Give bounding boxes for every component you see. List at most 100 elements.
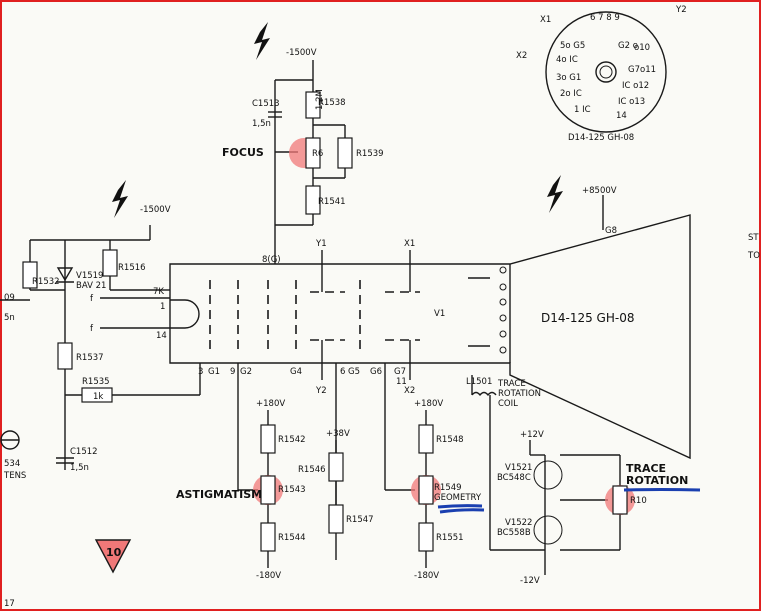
supply-neg180-a: -180V	[256, 571, 281, 581]
trace-rotation-network	[471, 375, 635, 575]
astigmatism-network	[237, 363, 283, 568]
edge-symbol-icon	[0, 430, 20, 450]
label-coil-1: TRACE	[497, 379, 526, 389]
pd-ic-e: IC o13	[618, 97, 645, 107]
pin-y1: Y1	[315, 239, 327, 249]
r1516-ref: R1516	[118, 263, 146, 273]
r1539-ref: R1539	[356, 149, 384, 159]
pin-g7: G7	[394, 367, 406, 377]
pd-x2: X2	[516, 51, 527, 61]
focus-network	[268, 60, 353, 264]
pin-11: 11	[396, 377, 407, 387]
r1535-ref: R1535	[82, 377, 110, 387]
bav21-ref: BAV 21	[76, 281, 106, 291]
page-marker	[94, 539, 132, 574]
screen-dots	[499, 266, 507, 354]
pin-diagram-title: D14-125 GH-08	[568, 133, 634, 143]
plate-leads	[321, 195, 604, 380]
r1548-ref: R1548	[436, 435, 464, 445]
v1521-ref: V1521	[505, 463, 532, 473]
c1513-value: 1,5n	[252, 119, 271, 129]
r1543-ref: R1543	[278, 485, 306, 495]
r1532-ref: R1532	[32, 277, 60, 287]
pd-g2: G2 o	[618, 41, 638, 51]
r1541-ref: R1541	[318, 197, 346, 207]
pin-g8: G8	[605, 226, 617, 236]
pin-f1: f	[90, 294, 94, 304]
g5-network	[328, 363, 344, 560]
label-geometry: GEOMETRY	[434, 493, 482, 503]
r1537-ref: R1537	[76, 353, 104, 363]
pd-ic-a: 4o IC	[556, 55, 578, 65]
supply-pos8500: +8500V	[582, 186, 617, 196]
pin-g2: G2	[240, 367, 252, 377]
left-network	[0, 225, 201, 470]
pd-g1: 3o G1	[556, 73, 581, 83]
label-coil-3: COIL	[498, 399, 518, 409]
r1546-ref: R1546	[298, 465, 326, 475]
r1538-ref: R1538	[318, 98, 346, 108]
pin-g1-top: 8(G)	[262, 255, 281, 265]
r6-ref: R6	[312, 149, 323, 159]
pd-ic-c: 1 IC	[574, 105, 591, 115]
bc558b-ref: BC558B	[497, 528, 531, 538]
r1535-value: 1k	[93, 392, 103, 402]
label-coil-2: ROTATION	[498, 389, 541, 399]
high-voltage-icon	[112, 22, 563, 218]
pen-marks	[437, 488, 701, 514]
edge-17: 17	[4, 599, 15, 609]
geometry-network	[384, 363, 441, 568]
c1512-value: 1,5n	[70, 463, 89, 473]
pin-6: 6	[340, 367, 345, 377]
supply-neg12: -12V	[520, 576, 540, 586]
pin-3: 3	[198, 367, 203, 377]
supply-pos180-a: +180V	[256, 399, 285, 409]
supply-neg180-b: -180V	[414, 571, 439, 581]
supply-pos38: +38V	[326, 429, 350, 439]
pin-9: 9	[230, 367, 235, 377]
pd-ic-d: IC o12	[622, 81, 649, 91]
pin-x2: X2	[404, 386, 415, 396]
bc548c-ref: BC548C	[497, 473, 531, 483]
edge-5n: 5n	[4, 313, 15, 323]
label-astigmatism: ASTIGMATISM	[176, 488, 262, 501]
c1513-ref: C1513	[252, 99, 280, 109]
tube-electrodes	[209, 277, 490, 350]
pd-g5: 5o G5	[560, 41, 585, 51]
pin-x1: X1	[404, 239, 415, 249]
page-number: 10	[106, 546, 122, 559]
pin-g4: G4	[290, 367, 302, 377]
pd-14: 14	[616, 111, 627, 121]
edge-to: TO	[747, 251, 760, 261]
heater-filament	[170, 299, 200, 329]
r1542-ref: R1542	[278, 435, 306, 445]
r1547-ref: R1547	[346, 515, 374, 525]
edge-st: ST	[748, 233, 759, 243]
crt-tube	[169, 214, 691, 460]
pin-g1: G1	[208, 367, 220, 377]
c1512-ref: C1512	[70, 447, 98, 457]
label-rotation: ROTATION	[626, 474, 688, 487]
pin-g6: G6	[370, 367, 382, 377]
edge-534: 534	[4, 459, 20, 469]
pin-f2: f	[90, 324, 94, 334]
supply-neg1500-top: -1500V	[286, 48, 317, 58]
pin-g5: G5	[348, 367, 360, 377]
label-tube: D14-125 GH-08	[541, 311, 634, 325]
r1551-ref: R1551	[436, 533, 464, 543]
pin-1: 1	[160, 302, 165, 312]
label-trace: TRACE	[626, 462, 666, 475]
pd-y2: Y2	[675, 5, 687, 15]
r10-ref: R10	[630, 496, 647, 506]
pd-ic-b: 2o IC	[560, 89, 582, 99]
r1538-value: 1,2M	[315, 89, 325, 110]
edge-09: 09	[4, 293, 15, 303]
r1544-ref: R1544	[278, 533, 306, 543]
pd-x1: X1	[540, 15, 551, 25]
pin-14: 14	[156, 331, 167, 341]
label-v1: V1	[434, 309, 445, 319]
pd-10: o10	[634, 43, 650, 53]
v1522-ref: V1522	[505, 518, 532, 528]
